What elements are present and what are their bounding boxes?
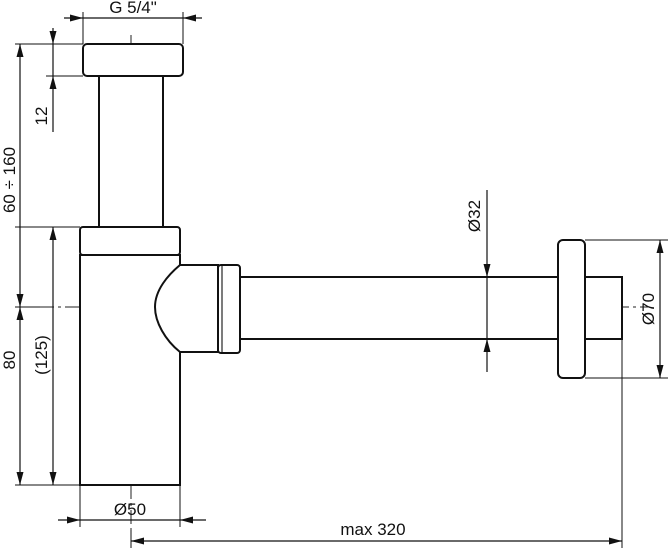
h80-arrow-top [16,307,24,320]
range-arrow-bottom [16,294,24,307]
thread-arrow-right [183,14,196,22]
wall-flange [557,239,586,379]
height-125-label: (125) [32,335,51,375]
d50-arrow-right [180,516,193,524]
body-diameter-label: Ø50 [114,500,146,519]
top-cap-nut [82,43,184,77]
outlet-pipe [239,276,559,340]
d32-arrow-bottom [483,339,491,352]
h80-arrow-bottom [16,472,24,485]
cap-arrow-top [49,31,57,44]
body-nut [79,226,181,256]
d70-arrow-top [656,240,664,253]
height-range-label: 60 ÷ 160 [0,147,19,213]
flange-diameter-label: Ø70 [639,293,658,325]
d70-arrow-bottom [656,365,664,378]
thread-arrow-left [70,14,83,22]
cap-height-label: 12 [32,107,51,126]
d50-arrow-left [67,516,80,524]
h125-arrow-bottom [49,472,57,485]
max-length-label: max 320 [340,520,405,539]
d32-arrow-top [483,264,491,277]
h125-arrow-top [49,227,57,240]
max-arrow-right [609,537,622,545]
inlet-tube [98,75,164,229]
range-arrow-top [16,44,24,57]
pipe-end [584,276,623,340]
thread-label: G 5/4" [109,0,157,17]
pipe-diameter-label: Ø32 [465,200,484,232]
cap-arrow-bottom [49,76,57,89]
outlet-nut [217,264,241,354]
elbow-outlet [153,264,219,353]
height-80-label: 80 [0,351,19,370]
max-arrow-left [131,537,144,545]
